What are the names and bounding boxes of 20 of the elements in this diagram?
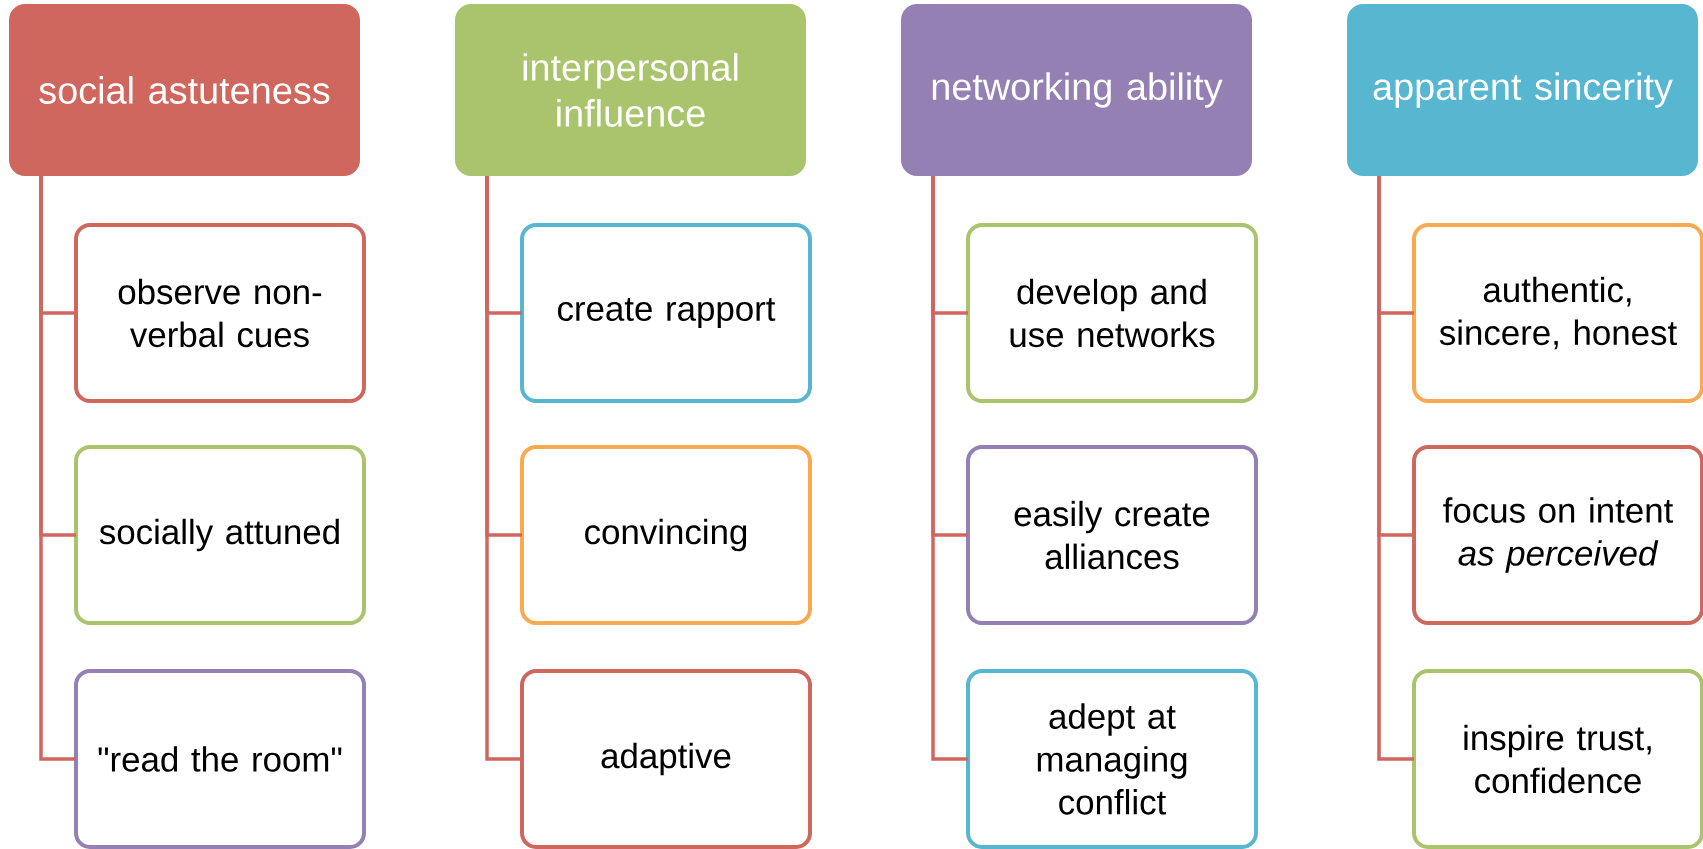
- connector-line: [39, 176, 76, 761]
- trait-box: focus on intent as perceived: [1412, 445, 1703, 625]
- trait-box: easily create alliances: [966, 445, 1258, 625]
- category-header: social astuteness: [9, 4, 360, 176]
- trait-box: convincing: [520, 445, 812, 625]
- trait-box: adept at managing conflict: [966, 669, 1258, 849]
- trait-box: inspire trust, confidence: [1412, 669, 1703, 849]
- trait-box: adaptive: [520, 669, 812, 849]
- trait-box: socially attuned: [74, 445, 366, 625]
- category-header: interpersonal influence: [455, 4, 806, 176]
- trait-box: create rapport: [520, 223, 812, 403]
- trait-box: authentic, sincere, honest: [1412, 223, 1703, 403]
- trait-box: develop and use networks: [966, 223, 1258, 403]
- connector-line: [1377, 176, 1414, 761]
- trait-box: observe non-verbal cues: [74, 223, 366, 403]
- category-header: apparent sincerity: [1347, 4, 1698, 176]
- category-header: networking ability: [901, 4, 1252, 176]
- connector-line: [931, 176, 968, 761]
- connector-line: [485, 176, 522, 761]
- trait-box: "read the room": [74, 669, 366, 849]
